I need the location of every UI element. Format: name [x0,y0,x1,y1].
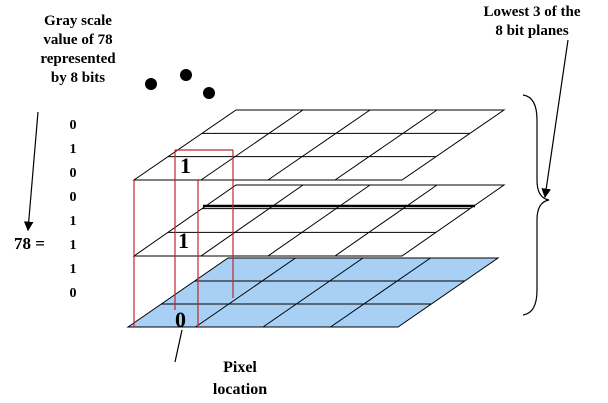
planes-arrow [541,39,569,199]
top-bit-plane [132,109,506,181]
top-bit-plane-col-line-1 [200,109,304,181]
pixel-location-caption: Pixel location [212,359,268,398]
lower-bit-plane-col-line-3 [330,257,431,328]
bits-arrow [23,111,39,232]
top-bit-plane-col-line-2 [267,109,371,181]
bit-3: 0 [69,190,77,205]
bit-1: 1 [69,142,77,157]
middle-plane-bit-value: 1 [178,228,189,253]
lower-bit-plane [126,257,500,328]
gray-scale-caption: Gray scale value of 78 represented by 8 … [40,13,116,86]
bit-7: 0 [69,286,77,301]
middle-bit-plane [132,184,506,257]
bit-0: 0 [69,118,77,133]
value-label: 78 = [14,234,45,253]
bit-planes-brace [522,94,550,316]
bit-6: 1 [69,262,77,277]
lower-bit-plane-col-line-2 [262,257,364,328]
bit-4: 1 [69,214,77,229]
ellipsis-dot-1 [145,78,157,90]
middle-bit-plane-col-line-1 [200,184,304,257]
middle-bit-plane-col-line-3 [334,184,438,257]
bit-2: 0 [69,166,77,181]
pixel-pointer-line [174,329,183,363]
middle-bit-plane-col-line-2 [267,184,371,257]
lower-bit-plane-col-line-1 [195,257,296,328]
top-plane-bit-value: 1 [180,153,191,178]
ellipsis-dot-3 [203,87,215,99]
top-bit-plane-col-line-3 [334,109,438,181]
ellipsis-dot-2 [180,69,192,81]
bottom-plane-bit-value: 0 [175,307,186,332]
bit-5: 1 [69,238,77,253]
bit-planes-caption: Lowest 3 of the 8 bit planes [483,4,581,39]
